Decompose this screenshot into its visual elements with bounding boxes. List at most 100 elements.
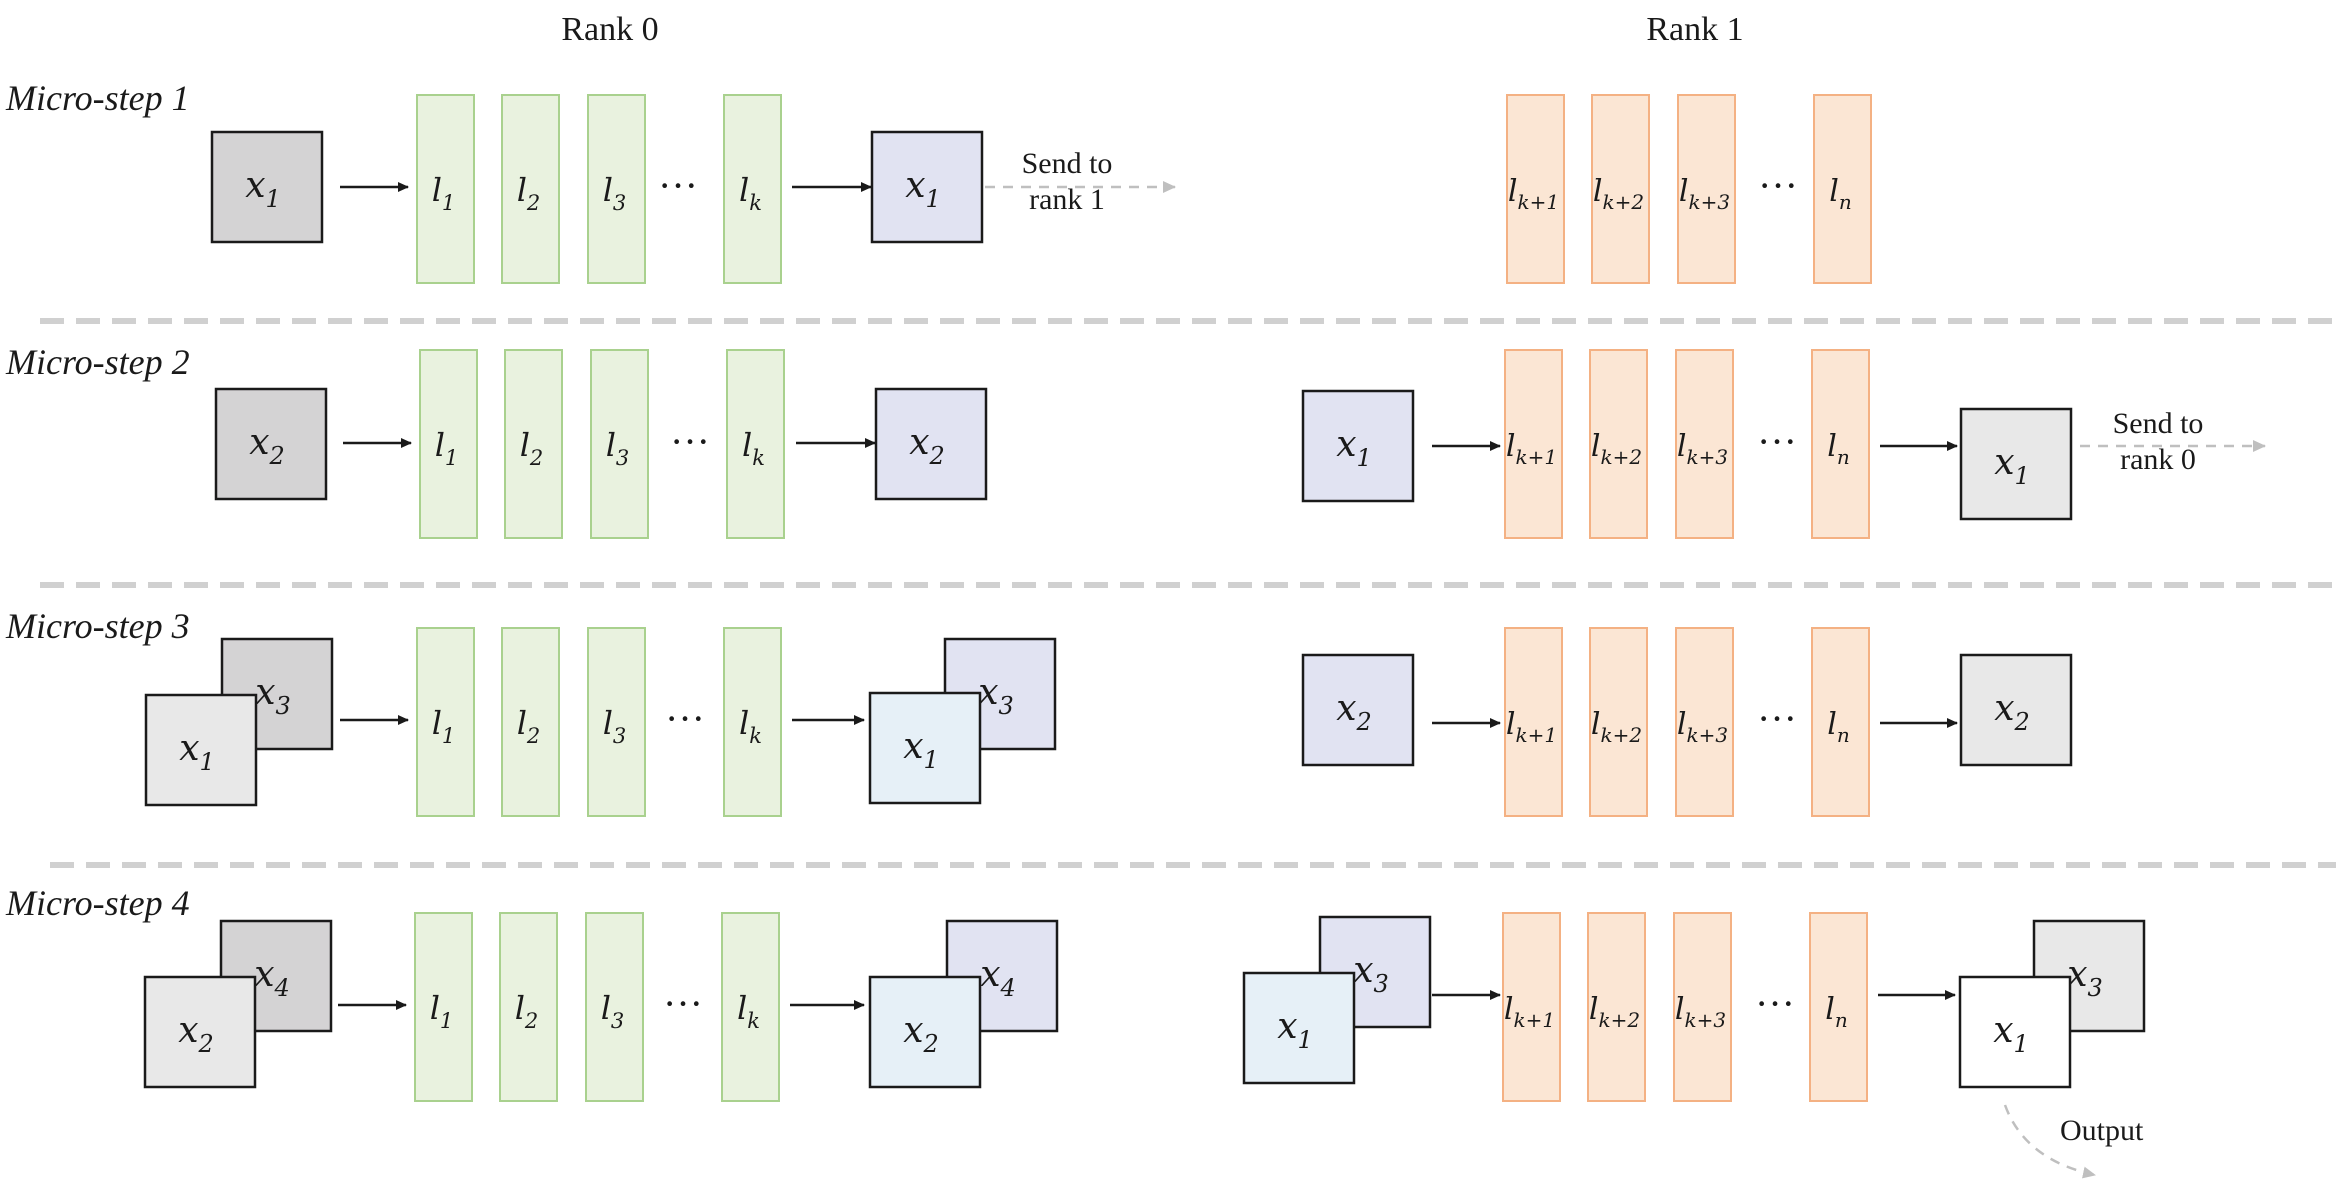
- rank1-ellipsis: ···: [1757, 696, 1797, 741]
- layer-label: lk+2: [1591, 707, 1642, 747]
- rank0-header: Rank 0: [561, 11, 658, 48]
- layer-label: ln: [1825, 992, 1848, 1032]
- rank0-input-tile: x1: [210, 130, 324, 244]
- layer-box: [1675, 349, 1734, 539]
- tile-box: [210, 130, 324, 244]
- rank0-layer: l2: [501, 627, 560, 817]
- rank0-layer: l1: [419, 349, 478, 539]
- layer-box: [1587, 912, 1646, 1102]
- layer-label: ln: [1829, 174, 1852, 214]
- rank1-layer: lk+3: [1673, 912, 1732, 1102]
- layer-label: lk+1: [1504, 992, 1555, 1032]
- layer-box: [1502, 912, 1561, 1102]
- rank1-ellipsis: ···: [1755, 981, 1795, 1026]
- rank0-output-tile: x2: [868, 975, 982, 1089]
- tile-label: x4: [254, 954, 290, 1002]
- rank0-layer: l2: [499, 912, 558, 1102]
- micro-step-label: Micro-step 3: [5, 606, 190, 646]
- layer-label: lk: [739, 704, 762, 748]
- output-label: Output: [2060, 1114, 2144, 1147]
- tile-label: x1: [179, 728, 215, 776]
- rank0-output-tile: x1: [868, 691, 982, 805]
- layer-box: [587, 94, 646, 284]
- rank1-layer: lk+1: [1506, 94, 1565, 284]
- rank0-input-tile: x1: [144, 693, 258, 807]
- rank1-header: Rank 1: [1646, 11, 1743, 48]
- rank1-layer: lk+2: [1591, 94, 1650, 284]
- layer-label: ln: [1827, 707, 1850, 747]
- rank0-layer: l3: [590, 349, 649, 539]
- tile-box: [870, 130, 984, 244]
- layer-box: [587, 627, 646, 817]
- rank1-input-tile: x1: [1301, 389, 1415, 503]
- rank0-output-tile: x1: [870, 130, 984, 244]
- layer-box: [416, 94, 475, 284]
- tile-label: x1: [905, 165, 941, 213]
- layer-box: [416, 627, 475, 817]
- layer-box: [1504, 627, 1563, 817]
- rank1-layer: ln: [1811, 627, 1870, 817]
- layer-box: [1809, 912, 1868, 1102]
- layer-box: [723, 94, 782, 284]
- layer-box: [504, 349, 563, 539]
- rank0-layer: l1: [416, 627, 475, 817]
- tile-box: [1242, 971, 1356, 1085]
- tile-label: x2: [1994, 688, 2030, 736]
- micro-step-label: Micro-step 4: [5, 883, 190, 923]
- tile-label: x2: [903, 1010, 939, 1058]
- layer-label: lk+1: [1506, 429, 1557, 469]
- tile-label: x1: [903, 726, 939, 774]
- layer-label: l1: [432, 171, 456, 215]
- layer-box: [1677, 94, 1736, 284]
- layer-label: l3: [606, 426, 630, 470]
- tile-box: [874, 387, 988, 501]
- layer-label: lk+2: [1589, 992, 1640, 1032]
- rank1-layer: ln: [1811, 349, 1870, 539]
- layer-box: [1506, 94, 1565, 284]
- layer-box: [501, 94, 560, 284]
- rank1-ellipsis: ···: [1757, 419, 1797, 464]
- layer-box: [501, 627, 560, 817]
- layer-box: [1673, 912, 1732, 1102]
- layer-label: l2: [515, 989, 539, 1033]
- rank1-ellipsis: ···: [1758, 163, 1798, 208]
- rank1-layer: ln: [1809, 912, 1868, 1102]
- tile-box: [868, 691, 982, 805]
- rank1-layer: lk+3: [1675, 349, 1734, 539]
- layer-label: l3: [601, 989, 625, 1033]
- rank0-input-tile: x2: [143, 975, 257, 1089]
- rank0-layer: l1: [414, 912, 473, 1102]
- rank1-layer: lk+3: [1677, 94, 1736, 284]
- layer-box: [590, 349, 649, 539]
- tile-label: x2: [909, 422, 945, 470]
- layer-label: l2: [517, 704, 541, 748]
- rank0-layer: l1: [416, 94, 475, 284]
- tile-box: [143, 975, 257, 1089]
- rank1-output-tile: x1: [1958, 975, 2072, 1089]
- rank0-ellipsis: ···: [663, 981, 703, 1026]
- output-arrow: [2003, 1104, 2096, 1179]
- layer-box: [585, 912, 644, 1102]
- rank0-layer: lk: [726, 349, 785, 539]
- layer-box: [1811, 627, 1870, 817]
- layer-label: l2: [517, 171, 541, 215]
- layer-label: lk: [739, 171, 762, 215]
- tile-label: x2: [249, 422, 285, 470]
- micro-step-label: Micro-step 1: [5, 78, 190, 118]
- tile-label: x1: [1993, 1010, 2029, 1058]
- rank0-layer: lk: [721, 912, 780, 1102]
- rank1-layer: lk+2: [1589, 627, 1648, 817]
- layer-box: [1589, 627, 1648, 817]
- micro-step-label: Micro-step 2: [5, 342, 190, 382]
- rank0-layer: lk: [723, 627, 782, 817]
- layer-box: [419, 349, 478, 539]
- tile-label: x1: [1994, 442, 2030, 490]
- rank1-output-tile: x1: [1959, 407, 2073, 521]
- layer-label: l1: [435, 426, 459, 470]
- rank1-input-tile: x1: [1242, 971, 1356, 1085]
- layer-label: lk+1: [1506, 707, 1557, 747]
- tile-label: x2: [178, 1010, 214, 1058]
